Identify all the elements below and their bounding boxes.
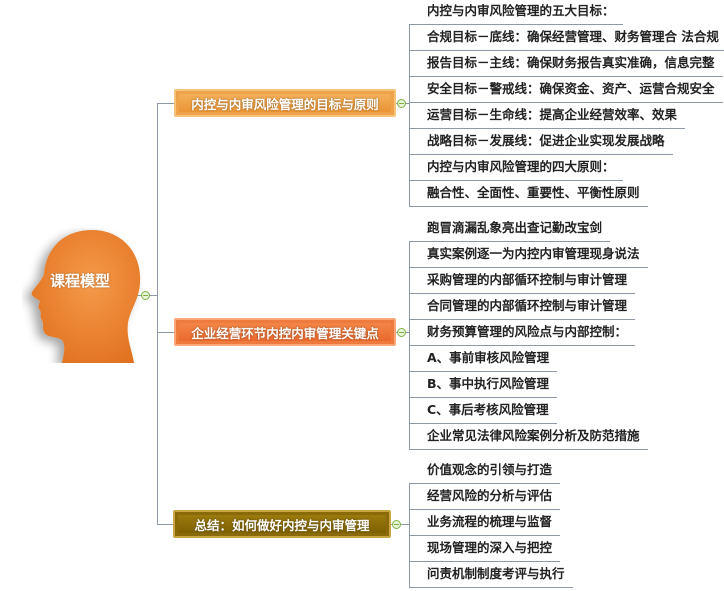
collapse-toggle-central[interactable] bbox=[141, 291, 150, 300]
branch-topic-goals-principles[interactable]: 内控与内审风险管理的目标与原则 bbox=[174, 89, 396, 117]
leaf-bracket-1 bbox=[409, 24, 416, 206]
central-topic-head[interactable] bbox=[22, 228, 152, 363]
leaf-topic[interactable]: 现场管理的深入与把控 bbox=[409, 536, 561, 562]
leaf-topic[interactable]: 合规目标－底线：确保经营管理、财务管理合 法合规 bbox=[409, 25, 724, 51]
trunk-connector bbox=[157, 103, 158, 524]
leaf-topic[interactable]: 合同管理的内部循环控制与审计管理 bbox=[409, 294, 636, 320]
collapse-toggle-branch-1[interactable] bbox=[397, 99, 406, 108]
leaf-topic[interactable]: 财务预算管理的风险点与内部控制： bbox=[409, 320, 636, 346]
leaf-topic[interactable]: 融合性、全面性、重要性、平衡性原则 bbox=[409, 181, 648, 207]
leaf-topic[interactable]: 企业常见法律风险案例分析及防范措施 bbox=[409, 424, 648, 450]
leaf-topic[interactable]: 安全目标－警戒线：确保资金、资产、运营合规安全 bbox=[409, 77, 723, 103]
leaf-topic[interactable]: 战略目标－发展线：促进企业实现发展战略 bbox=[409, 129, 673, 155]
collapse-toggle-branch-3[interactable] bbox=[392, 520, 401, 529]
branch-topic-key-points[interactable]: 企业经营环节内控内审管理关键点 bbox=[174, 318, 396, 346]
leaf-topic[interactable]: 业务流程的梳理与监督 bbox=[409, 510, 561, 536]
leaf-topic[interactable]: B、事中执行风险管理 bbox=[409, 372, 558, 398]
branch-connector-1 bbox=[157, 103, 174, 104]
branch-connector-2 bbox=[157, 332, 174, 333]
leaf-group-goals-principles: 内控与内审风险管理的五大目标： 合规目标－底线：确保经营管理、财务管理合 法合规… bbox=[409, 0, 724, 207]
branch-connector-3 bbox=[157, 524, 173, 525]
leaf-group-summary: 价值观念的引领与打造 经营风险的分析与评估 业务流程的梳理与监督 现场管理的深入… bbox=[409, 458, 573, 588]
leaf-topic[interactable]: 运营目标－生命线：提高企业经营效率、效果 bbox=[409, 103, 686, 129]
leaf-topic[interactable]: 跑冒滴漏乱象亮出查记勤改宝剑 bbox=[409, 216, 611, 242]
leaf-topic[interactable]: 经营风险的分析与评估 bbox=[409, 484, 561, 510]
leaf-topic[interactable]: 内控与内审风险管理的四大原则： bbox=[409, 155, 623, 181]
collapse-toggle-branch-2[interactable] bbox=[397, 328, 406, 337]
leaf-topic[interactable]: 真实案例逐一为内控内审管理现身说法 bbox=[409, 242, 648, 268]
central-topic-label: 课程模型 bbox=[50, 272, 111, 290]
leaf-topic[interactable]: 报告目标－主线：确保财务报告真实准确，信息完整 bbox=[409, 51, 723, 77]
leaf-topic[interactable]: 问责机制制度考评与执行 bbox=[409, 562, 573, 588]
leaf-topic[interactable]: A、事前审核风险管理 bbox=[409, 346, 558, 372]
leaf-group-key-points: 跑冒滴漏乱象亮出查记勤改宝剑 真实案例逐一为内控内审管理现身说法 采购管理的内部… bbox=[409, 216, 648, 450]
leaf-topic[interactable]: C、事后考核风险管理 bbox=[409, 398, 557, 424]
leaf-topic[interactable]: 价值观念的引领与打造 bbox=[409, 458, 561, 484]
leaf-topic[interactable]: 采购管理的内部循环控制与审计管理 bbox=[409, 268, 636, 294]
leaf-topic[interactable]: 内控与内审风险管理的五大目标： bbox=[409, 0, 623, 25]
head-silhouette-icon bbox=[31, 230, 141, 363]
branch-topic-summary[interactable]: 总结：如何做好内控与内审管理 bbox=[173, 510, 391, 538]
